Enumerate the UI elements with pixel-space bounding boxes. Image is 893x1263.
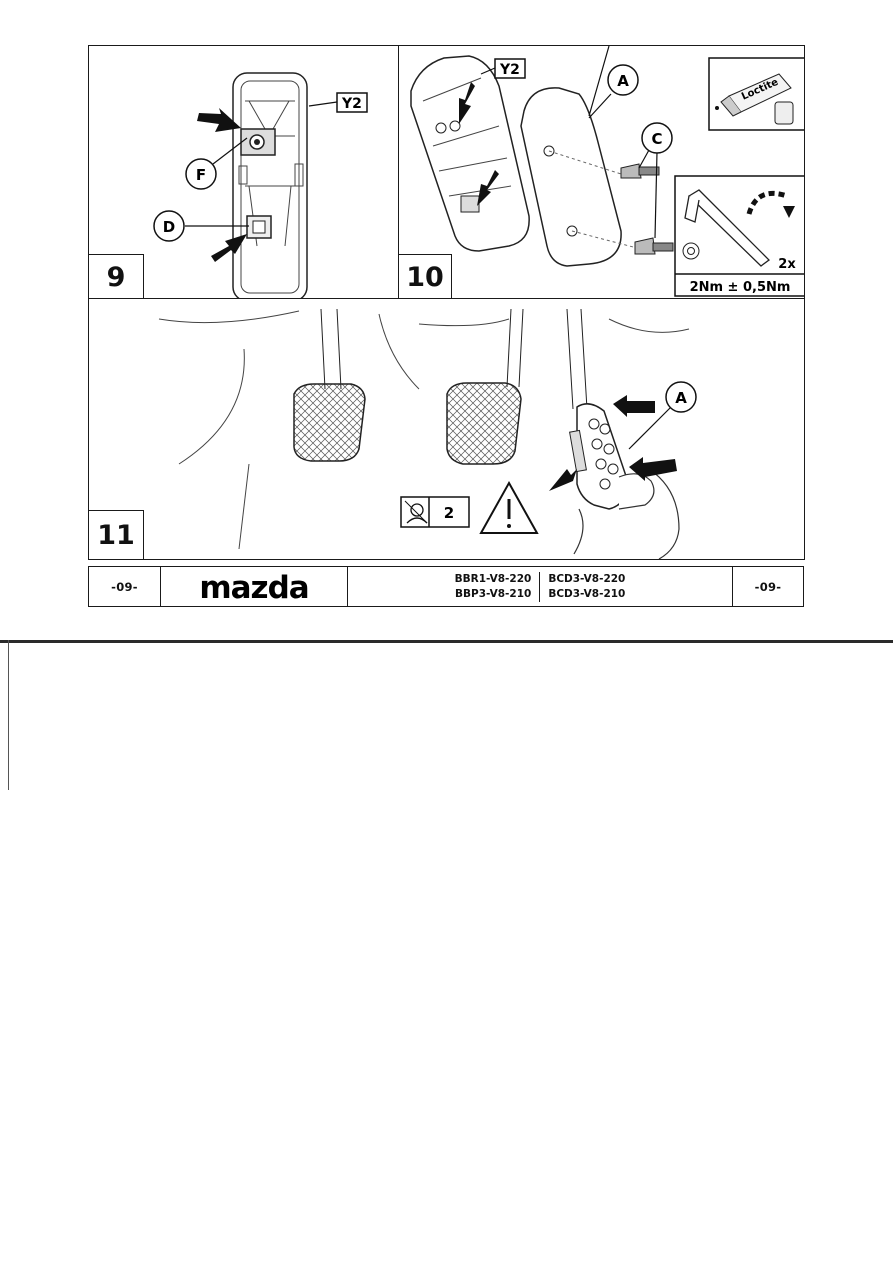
- label-y2: Y2: [499, 62, 520, 78]
- warning-triangle-icon: [479, 480, 539, 534]
- black-arrow-icon: [549, 469, 577, 491]
- torque-label: 2Nm ± 0,5Nm: [690, 280, 791, 295]
- label-a: A: [617, 72, 629, 90]
- page-divider: [0, 640, 893, 643]
- label-f: F: [196, 166, 206, 184]
- mazda-logo: mazda: [199, 572, 309, 602]
- label-c: C: [651, 130, 662, 148]
- person-icon: [404, 500, 428, 524]
- step-number: 11: [89, 510, 144, 559]
- code-left-1: BBR1-V8-220: [454, 572, 532, 585]
- brand-logo: mazda: [161, 567, 348, 606]
- step-10-illustration: Y2 A C Loctite: [410, 46, 804, 297]
- person-count: 2: [444, 504, 454, 522]
- torx-key-icon: [682, 189, 770, 267]
- brand-name: mazda: [199, 572, 308, 602]
- step-number: 10: [399, 254, 452, 299]
- label-a: A: [675, 389, 687, 407]
- step-10-panel: Y2 A C Loctite: [398, 45, 805, 300]
- footer: -09- mazda BBR1-V8-220 BBP3-V8-210 BCD3-…: [88, 566, 804, 607]
- code-right-1: BCD3-V8-220: [548, 572, 626, 585]
- code-left-2: BBP3-V8-210: [455, 587, 532, 600]
- black-arrow-icon: [629, 457, 677, 481]
- label-y2: Y2: [341, 96, 362, 112]
- step-9-panel: Y2 F D 9: [88, 45, 400, 300]
- model-codes: BBR1-V8-220 BBP3-V8-210 BCD3-V8-220 BCD3…: [348, 567, 733, 606]
- black-arrow-icon: [477, 170, 499, 206]
- black-arrow-icon: [211, 234, 247, 262]
- step-9-illustration: Y2 F D: [153, 72, 368, 299]
- step-11-panel: A 2 11: [88, 298, 805, 560]
- step-11-illustration: A 2: [158, 308, 697, 559]
- page-number-left: -09-: [89, 567, 161, 606]
- black-arrow-icon: [197, 108, 241, 132]
- label-d: D: [163, 218, 175, 236]
- loctite-bottle-icon: [708, 57, 804, 131]
- step-number: 9: [89, 254, 144, 299]
- black-arrow-icon: [459, 82, 475, 124]
- scan-edge-line: [8, 640, 9, 790]
- rotate-arrow-icon: [746, 190, 795, 218]
- black-arrow-icon: [613, 395, 655, 417]
- page-number-right: -09-: [754, 579, 782, 594]
- code-right-2: BCD3-V8-210: [548, 587, 626, 600]
- quantity-label: 2x: [778, 257, 796, 272]
